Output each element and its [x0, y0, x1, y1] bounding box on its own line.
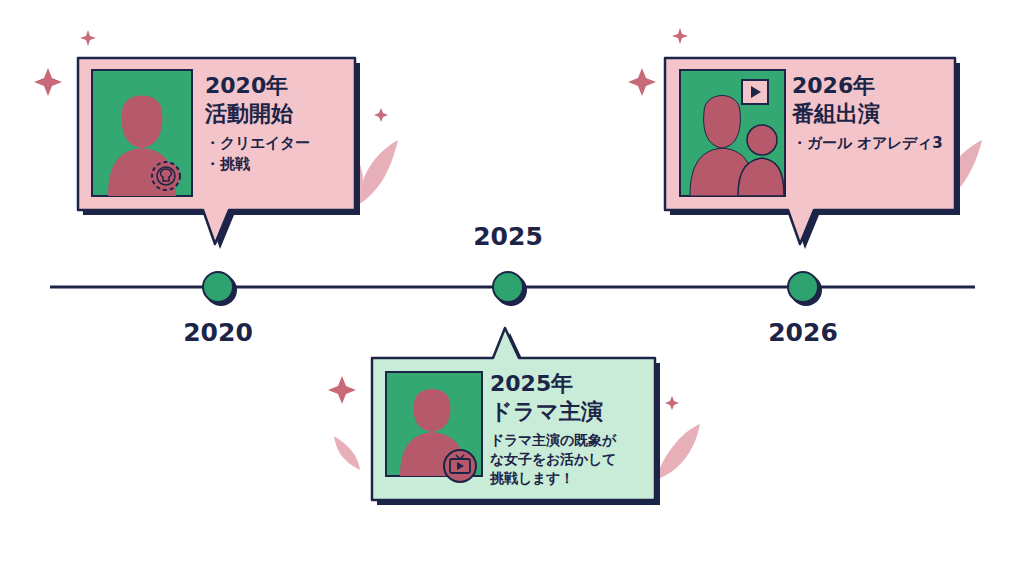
program-icon — [680, 70, 785, 196]
callout-body: ・ガール オアレディ3 — [792, 133, 943, 154]
year-label: 2025 — [473, 222, 543, 251]
callout-heading: 2025年 ドラマ主演 — [490, 370, 603, 425]
drama-icon — [386, 372, 482, 482]
callout-box — [372, 328, 655, 500]
callout-heading: 2026年 番組出演 — [792, 72, 880, 127]
callout-heading: 2020年 活動開始 — [205, 72, 293, 127]
callout-body: ドラマ主演の既象が な女子をお活かして 挑戦します！ — [490, 431, 616, 488]
timeline-dots — [203, 272, 822, 306]
creator-icon — [92, 70, 192, 196]
timeline-callout: 2020年 活動開始・クリエイター・挑戦 — [78, 58, 355, 210]
callout-box — [78, 58, 355, 244]
callout-body: ・クリエイター — [205, 133, 310, 154]
year-label: 2026 — [768, 318, 838, 347]
timeline-callout: 2026年 番組出演・ガール オアレディ3 — [665, 58, 955, 210]
year-label: 2020 — [183, 318, 253, 347]
callout-body: ・挑戦 — [205, 154, 250, 175]
timeline-callout: 2025年 ドラマ主演ドラマ主演の既象が な女子をお活かして 挑戦します！ — [372, 358, 655, 500]
callout-box — [665, 58, 955, 244]
